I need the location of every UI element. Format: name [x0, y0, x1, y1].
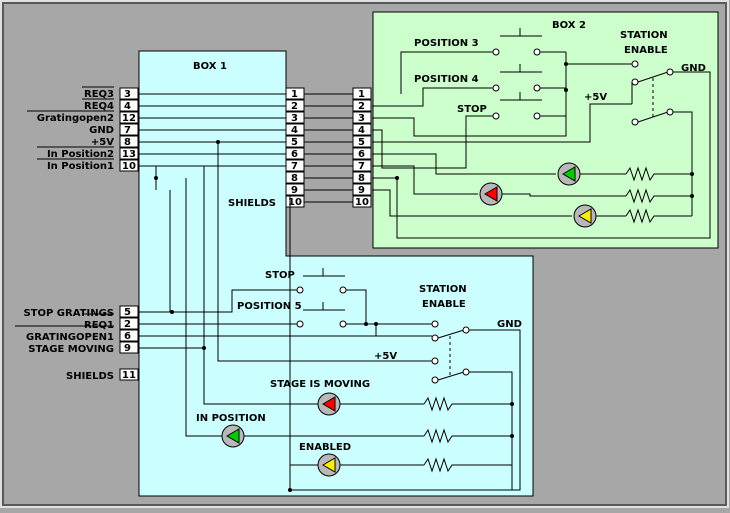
- led-yellow-icon: [578, 208, 592, 224]
- box2-title: BOX 2: [552, 20, 586, 31]
- box2-station-label: STATION: [620, 30, 668, 41]
- frame-shadow: [2, 2, 727, 506]
- pin-label: 6: [124, 331, 131, 342]
- switch-label: STOP: [457, 104, 487, 115]
- box1-left-pins: 3 4 12 7 8 13 10: [119, 87, 139, 172]
- signal-in-position1: In Position1: [47, 161, 114, 172]
- signal-stage-moving: STAGE MOVING: [28, 344, 114, 355]
- switch-label: STOP: [265, 270, 295, 281]
- led-label: STAGE IS MOVING: [270, 379, 370, 390]
- box2-switch-position3: POSITION 3: [400, 28, 566, 94]
- lower-switch-position5: POSITION 5: [237, 301, 432, 336]
- pin-label: 9: [358, 185, 365, 196]
- pin-label: 12: [122, 113, 136, 124]
- pin-label: 2: [291, 101, 298, 112]
- pin-label: 11: [122, 370, 136, 381]
- pin-label: 6: [358, 149, 365, 160]
- pin-label: 3: [124, 89, 131, 100]
- led-yellow-icon: [322, 457, 336, 473]
- lower-switch-stop: STOP: [265, 268, 367, 324]
- pin-label: 5: [124, 307, 131, 318]
- box2-panel: [372, 11, 719, 249]
- lower-5v-label: +5V: [374, 351, 397, 362]
- pin-label: 4: [358, 125, 365, 136]
- signal-gnd: GND: [89, 125, 114, 136]
- overline-bars: [15, 86, 114, 327]
- box2-led-green: [372, 153, 692, 186]
- led-enabled: ENABLED: [290, 442, 512, 477]
- box2-gnd-label: GND: [681, 63, 706, 74]
- pin-label: 1: [358, 89, 365, 100]
- lower-left-signals: STOP GRATINGS REQ1 GRATINGOPEN1 STAGE MO…: [23, 305, 139, 382]
- pin-label: 5: [358, 137, 365, 148]
- box2-enable-label: ENABLE: [624, 45, 668, 56]
- pin-label: 4: [124, 101, 131, 112]
- box1-panel: [138, 50, 534, 497]
- pin-label: 7: [291, 161, 298, 172]
- box2-5v-label: +5V: [584, 92, 607, 103]
- pin-label: 2: [124, 319, 131, 330]
- led-stage-moving: STAGE IS MOVING: [270, 379, 512, 416]
- pin-label: 3: [358, 113, 365, 124]
- switch-label: POSITION 4: [414, 74, 479, 85]
- signal-req4: REQ4: [84, 101, 114, 112]
- box2-station-enable-relay: GND +5V: [372, 60, 711, 239]
- pin-label: 8: [291, 173, 298, 184]
- pin-label: 7: [124, 125, 131, 136]
- pin-label: 9: [124, 343, 131, 354]
- led-red-icon: [322, 396, 336, 412]
- signal-shields: SHIELDS: [66, 371, 114, 382]
- pin-label: 8: [358, 173, 365, 184]
- lower-enable-label: ENABLE: [422, 299, 466, 310]
- pin-label: 7: [358, 161, 365, 172]
- switch-label: POSITION 5: [237, 301, 302, 312]
- signal-req1: REQ1: [84, 320, 114, 331]
- pin-label: 10: [288, 197, 302, 208]
- box1-right-pins: 1 2 3 4 5 6 7 8 9 10: [285, 87, 305, 208]
- pin-label: 6: [291, 149, 298, 160]
- box1-left-signals: REQ3 REQ4 Gratingopen2 GND +5V In Positi…: [37, 89, 115, 172]
- box2-switch-position4: POSITION 4: [372, 64, 566, 107]
- led-green-icon: [226, 428, 240, 444]
- pin-label: 3: [291, 113, 298, 124]
- led-label: IN POSITION: [196, 413, 266, 424]
- box2-led-red: [372, 165, 692, 206]
- box2-switch-stop: STOP: [372, 52, 632, 169]
- box2-led-yellow: [372, 189, 692, 228]
- signal-gratingopen1: GRATINGOPEN1: [26, 332, 114, 343]
- led-in-position: IN POSITION: [196, 413, 512, 448]
- switch-label: POSITION 3: [414, 38, 479, 49]
- pin-label: 13: [122, 149, 136, 160]
- led-green-icon: [562, 166, 576, 182]
- pin-label: 9: [291, 185, 298, 196]
- lower-station-label: STATION: [419, 284, 467, 295]
- pin-label: 8: [124, 137, 131, 148]
- lower-gnd-label: GND: [497, 319, 522, 330]
- signal-in-position2: In Position2: [47, 149, 114, 160]
- led-label: ENABLED: [299, 442, 351, 453]
- lower-station-enable-relay: GND +5V: [374, 319, 522, 491]
- box1-title: BOX 1: [193, 61, 227, 72]
- signal-gratingopen2: Gratingopen2: [37, 113, 114, 124]
- pin-label: 2: [358, 101, 365, 112]
- led-red-icon: [484, 186, 498, 202]
- box1-shields-label: SHIELDS: [228, 198, 276, 209]
- pin-label: 4: [291, 125, 298, 136]
- signal-5v: +5V: [91, 137, 114, 148]
- pin-label: 10: [122, 161, 136, 172]
- pin-label: 5: [291, 137, 298, 148]
- pin-label: 1: [291, 89, 298, 100]
- signal-stop-gratings: STOP GRATINGS: [23, 308, 114, 319]
- pin-label: 10: [355, 197, 369, 208]
- signal-req3: REQ3: [84, 89, 114, 100]
- box2-pins: 1 2 3 4 5 6 7 8 9 10: [352, 87, 372, 208]
